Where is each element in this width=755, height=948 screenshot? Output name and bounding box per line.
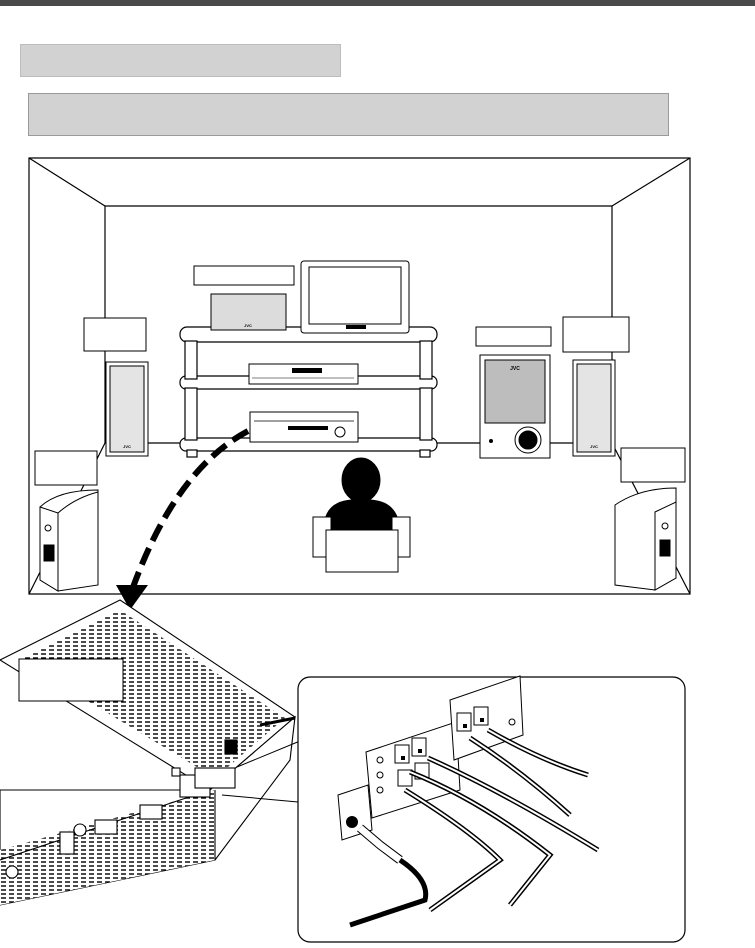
receiver-rear-view: [0, 599, 296, 906]
center-speaker: JVC: [210, 293, 287, 331]
listener-figure: [312, 457, 411, 573]
center-speaker-label-box: [193, 265, 295, 286]
dvd-player: [248, 363, 359, 385]
front-left-speaker: JVC: [105, 361, 149, 457]
front-left-logo: JVC: [123, 444, 131, 449]
subwoofer-logo: JVC: [510, 366, 520, 372]
av-receiver: [249, 411, 359, 443]
front-right-label-box: [562, 316, 630, 353]
receiver-rear-label-box: [18, 658, 124, 702]
surround-right-label-box: [620, 447, 686, 483]
front-right-logo: JVC: [590, 444, 598, 449]
surround-left-label-box: [34, 450, 98, 486]
connection-arrow: [116, 428, 250, 610]
subwoofer: JVC: [479, 354, 551, 459]
intro-caption-box: [28, 93, 669, 136]
television: [300, 260, 410, 334]
front-right-speaker: JVC: [572, 359, 616, 457]
terminal-detail-panel: [297, 675, 686, 943]
surround-left-speaker: [39, 489, 99, 592]
top-rule-bar: [0, 0, 755, 6]
section-heading-box: [20, 44, 341, 77]
center-speaker-logo: JVC: [244, 323, 252, 328]
subwoofer-label-box: [475, 326, 552, 347]
front-left-label-box: [83, 317, 147, 352]
zoom-leader-lines: [221, 740, 301, 803]
surround-right-speaker: [614, 487, 677, 591]
callout-boxes: [34, 265, 686, 486]
